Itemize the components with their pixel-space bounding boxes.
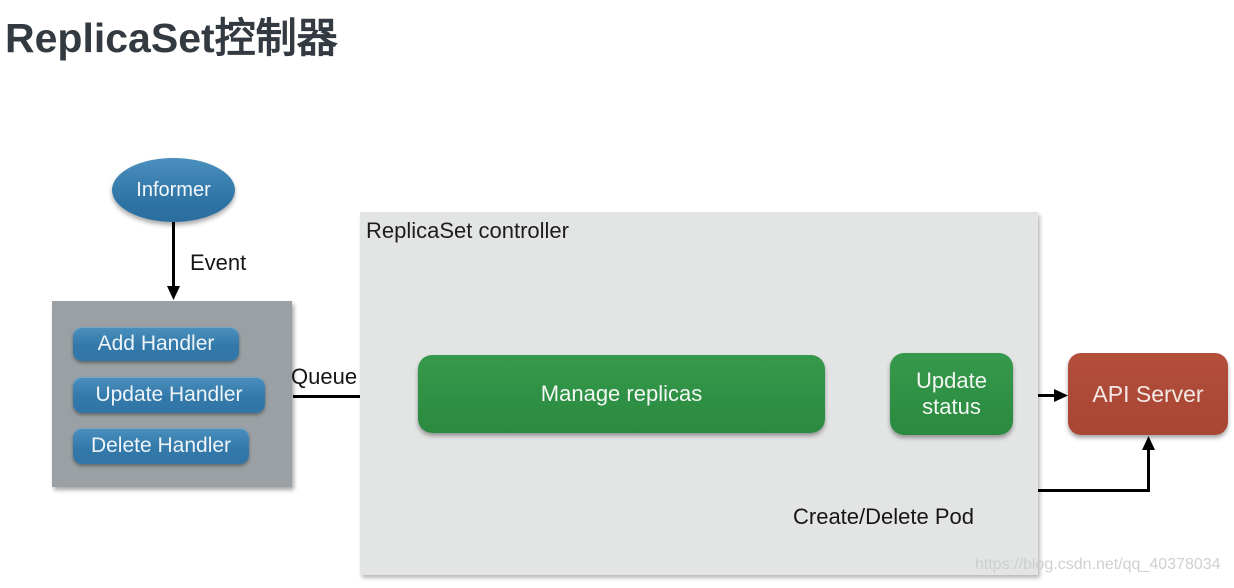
update-handler-node: Update Handler xyxy=(73,377,265,413)
api-server-node: API Server xyxy=(1068,353,1228,435)
manage-replicas-label: Manage replicas xyxy=(540,380,703,406)
delete-handler-label: Delete Handler xyxy=(90,434,232,457)
update-status-label: Update status xyxy=(916,367,987,419)
informer-node: Informer xyxy=(112,158,235,222)
delete-handler-node: Delete Handler xyxy=(73,428,249,464)
replicaset-controller-panel: ReplicaSet controller Manage replicas Up… xyxy=(360,212,1038,575)
add-handler-node: Add Handler xyxy=(73,327,239,361)
watermark-text: https://blog.csdn.net/qq_40378034 xyxy=(975,556,1221,573)
queue-label: Queue xyxy=(291,364,358,389)
event-label: Event xyxy=(190,250,247,275)
handler-panel: Add Handler Update Handler Delete Handle… xyxy=(52,301,292,487)
update-handler-label: Update Handler xyxy=(95,383,243,406)
replicaset-controller-title: ReplicaSet controller xyxy=(366,218,569,243)
event-arrow xyxy=(167,222,180,300)
update-status-node: Update status xyxy=(890,353,1013,435)
page-title: ReplicaSet控制器 xyxy=(5,15,338,61)
add-handler-label: Add Handler xyxy=(97,332,215,355)
manage-replicas-node: Manage replicas xyxy=(418,355,825,433)
api-server-label: API Server xyxy=(1092,380,1204,407)
create-delete-pod-label: Create/Delete Pod xyxy=(793,504,974,529)
informer-label: Informer xyxy=(136,178,211,201)
